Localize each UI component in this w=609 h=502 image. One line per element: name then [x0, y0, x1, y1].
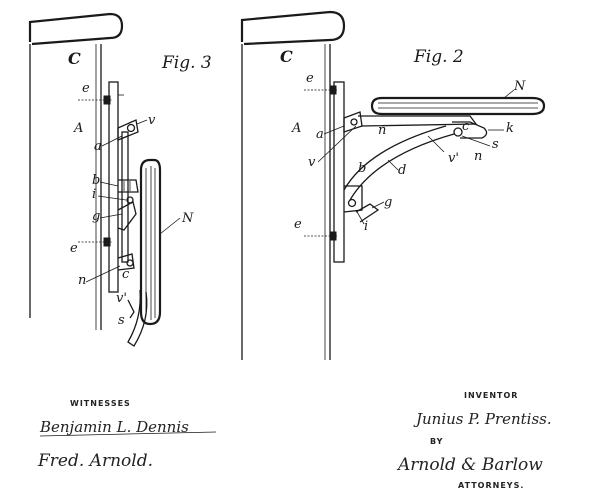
fig2-label-a: a: [316, 127, 324, 142]
fig2-label-b: b: [358, 161, 366, 176]
fig3-tray: [139, 158, 162, 326]
fig3-label-s: s: [118, 313, 125, 328]
fig2-lever: [355, 203, 380, 223]
inventor-name: Junius P. Prentiss.: [413, 410, 552, 428]
fig2-label-e-bottom: e: [294, 217, 302, 232]
fig2-label-C: C: [280, 47, 293, 66]
fig3-label-e-top: e: [82, 81, 90, 96]
fig3-label-a: a: [94, 139, 102, 154]
fig3-title: Fig. 3: [161, 53, 212, 73]
fig2-screw-top: [304, 85, 337, 95]
fig3-lever: [117, 201, 137, 231]
fig3-top-rail: [28, 12, 124, 46]
fig2-title: Fig. 2: [413, 47, 464, 67]
fig3-label-c: c: [122, 267, 130, 282]
fig2-bracket-plate: [333, 81, 345, 263]
fig3-bracket-plate: [108, 81, 119, 293]
fig3-label-e-bottom: e: [70, 241, 78, 256]
fig2-label-i: i: [364, 219, 368, 234]
fig3-screw-top: [78, 95, 112, 105]
fig2-label-v: v: [308, 155, 316, 170]
fig3-label-b: b: [92, 173, 100, 188]
fig2-lower-pivot: [343, 185, 363, 213]
fig2-v-arm: [427, 135, 445, 153]
fig2-label-c: c: [462, 119, 470, 134]
fig3-label-C: C: [68, 49, 81, 68]
inventor-block: INVENTOR Junius P. Prentiss. BY Arnold &…: [396, 391, 552, 490]
fig3-label-v-prime: v': [116, 291, 127, 306]
fig2-label-N: N: [513, 79, 526, 94]
fig3-label-n: n: [78, 273, 86, 288]
attorneys-heading: ATTORNEYS.: [458, 481, 524, 490]
fig2-label-g: g: [384, 195, 392, 210]
figure-2: [240, 10, 546, 360]
fig2-catch: [452, 121, 488, 139]
fig2-tray: [370, 96, 546, 116]
fig2-lower-pin: [347, 198, 357, 208]
witnesses-block: WITNESSES Benjamin L. Dennis Fred. Arnol…: [37, 399, 217, 471]
fig3-connecting-bar: [121, 131, 129, 263]
fig2-label-A: A: [291, 121, 301, 136]
attorney-signature: Arnold & Barlow: [396, 455, 543, 475]
fig3-detent: [118, 179, 139, 193]
fig2-label-s: s: [492, 137, 499, 152]
by-label: BY: [430, 437, 443, 446]
fig3-label-g: g: [92, 209, 100, 224]
fig2-top-rail: [240, 10, 346, 46]
fig2-label-e-top: e: [306, 71, 314, 86]
witness-signature-1: Benjamin L. Dennis: [39, 418, 189, 436]
fig2-label-n: n: [378, 123, 386, 138]
fig3-curved-arm: [127, 289, 148, 347]
fig2-curved-brace: [343, 125, 447, 191]
fig3-label-A: A: [73, 121, 83, 136]
fig3-label-v: v: [148, 113, 156, 128]
fig2-label-d: d: [398, 163, 406, 178]
fig2-screw-bottom: [304, 231, 337, 241]
fig3-screw-bottom: [78, 237, 112, 247]
witness-signature-2: Fred. Arnold.: [37, 451, 153, 471]
figure-3: [28, 12, 162, 347]
inventor-heading: INVENTOR: [464, 391, 518, 400]
fig3-hinge-arm: [117, 119, 139, 141]
fig2-hinge-pivot: [350, 118, 358, 126]
fig2-label-h: n: [474, 149, 482, 164]
fig2-tray-support: [358, 115, 478, 127]
fig3-label-i: i: [92, 187, 96, 202]
witnesses-heading: WITNESSES: [70, 399, 131, 408]
fig2-label-k: k: [506, 121, 514, 136]
fig2-catch-pin: [453, 127, 463, 137]
fig3-hinge-pivot: [126, 123, 136, 133]
fig2-label-v-prime: v': [448, 151, 459, 166]
fig3-label-N: N: [181, 211, 194, 226]
